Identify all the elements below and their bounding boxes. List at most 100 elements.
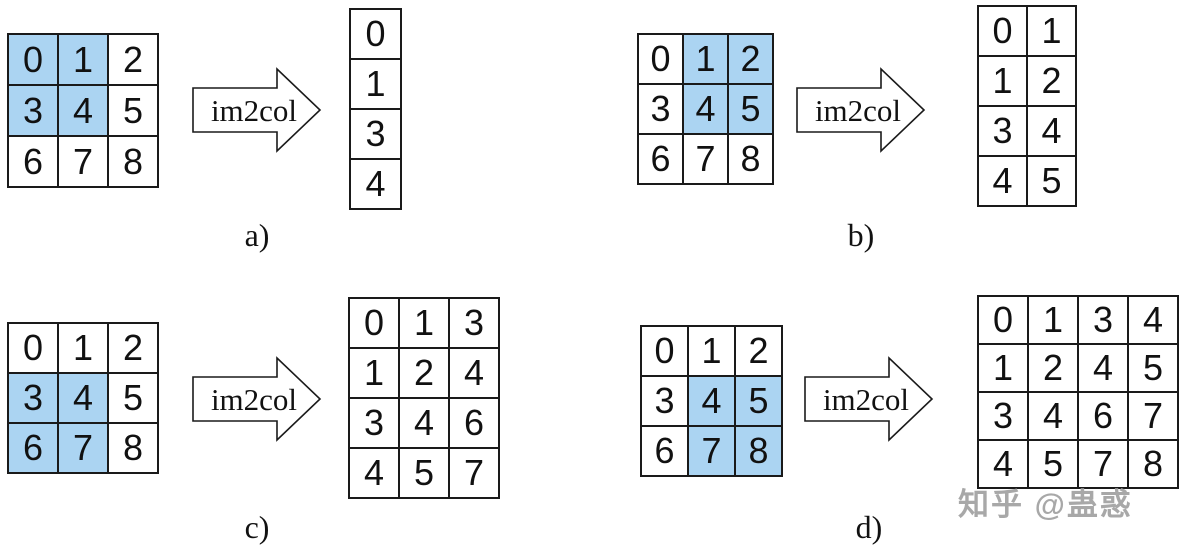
matrix-cell: 1: [399, 298, 449, 348]
matrix-cell: 0: [349, 298, 399, 348]
matrix-cell: 1: [688, 326, 735, 376]
matrix-cell: 8: [108, 423, 158, 473]
matrix-cell: 1: [978, 56, 1027, 106]
matrix-cell: 1: [58, 323, 108, 373]
im2col-arrow-a: im2col: [192, 67, 322, 153]
matrix-cell: 5: [1028, 440, 1078, 488]
matrix-cell: 3: [8, 373, 58, 423]
matrix-cell: 3: [350, 109, 401, 159]
matrix-cell: 4: [399, 398, 449, 448]
matrix-cell: 5: [728, 84, 773, 134]
arrow-label: im2col: [823, 382, 909, 417]
matrix-cell: 2: [735, 326, 782, 376]
arrow-shape: [192, 356, 322, 442]
matrix-cell: 4: [1128, 296, 1178, 344]
matrix-cell: 4: [1027, 106, 1076, 156]
arrow-shape: [796, 67, 926, 153]
matrix-cell: 4: [58, 85, 108, 136]
matrix-cell: 2: [728, 34, 773, 84]
matrix-cell: 6: [8, 423, 58, 473]
matrix-cell: 3: [1078, 296, 1128, 344]
matrix-cell: 3: [978, 392, 1028, 440]
matrix-cell: 4: [58, 373, 108, 423]
matrix-cell: 1: [683, 34, 728, 84]
matrix-cell: 7: [58, 136, 108, 187]
matrix-cell: 2: [1027, 56, 1076, 106]
panel-label-a: a): [244, 217, 270, 253]
matrix-cell: 0: [978, 296, 1028, 344]
im2col-arrow-d: im2col: [804, 356, 934, 442]
im2col-arrow-c: im2col: [192, 356, 322, 442]
matrix-cell: 7: [688, 426, 735, 476]
matrix-cell: 7: [449, 448, 499, 498]
matrix-cell: 5: [108, 373, 158, 423]
matrix-cell: 3: [449, 298, 499, 348]
matrix-cell: 0: [638, 34, 683, 84]
matrix-cell: 3: [641, 376, 688, 426]
matrix-cell: 5: [399, 448, 449, 498]
panel-label-c: c): [244, 509, 270, 545]
matrix-cell: 5: [1128, 344, 1178, 392]
matrix-cell: 4: [978, 440, 1028, 488]
matrix-cell: 7: [1078, 440, 1128, 488]
matrix-cell: 2: [108, 323, 158, 373]
matrix-cell: 2: [1028, 344, 1078, 392]
matrix-cell: 6: [1078, 392, 1128, 440]
matrix-cell: 4: [1028, 392, 1078, 440]
matrix-cell: 7: [683, 134, 728, 184]
matrix-cell: 4: [349, 448, 399, 498]
arrow-label: im2col: [815, 93, 901, 128]
matrix-cell: 1: [1027, 6, 1076, 56]
arrow-shape: [192, 67, 322, 153]
matrix-cell: 6: [641, 426, 688, 476]
arrow-label: im2col: [211, 93, 297, 128]
im2col-arrow-b: im2col: [796, 67, 926, 153]
matrix-cell: 3: [349, 398, 399, 448]
matrix-cell: 4: [350, 159, 401, 209]
matrix-cell: 1: [978, 344, 1028, 392]
matrix-cell: 2: [399, 348, 449, 398]
matrix-cell: 0: [350, 9, 401, 59]
matrix-cell: 0: [8, 34, 58, 85]
zhihu-watermark: 知乎 @蛊惑: [958, 487, 1133, 522]
matrix-cell: 4: [449, 348, 499, 398]
matrix-cell: 0: [978, 6, 1027, 56]
matrix-cell: 4: [683, 84, 728, 134]
matrix-cell: 4: [1078, 344, 1128, 392]
panel-label-d: d): [855, 509, 883, 545]
panel-label-b: b): [847, 217, 875, 253]
matrix-cell: 0: [8, 323, 58, 373]
matrix-cell: 1: [350, 59, 401, 109]
matrix-cell: 8: [735, 426, 782, 476]
matrix-cell: 1: [1028, 296, 1078, 344]
matrix-cell: 7: [1128, 392, 1178, 440]
matrix-cell: 8: [728, 134, 773, 184]
matrix-cell: 6: [638, 134, 683, 184]
matrix-cell: 3: [638, 84, 683, 134]
matrix-cell: 4: [688, 376, 735, 426]
arrow-shape: [804, 356, 934, 442]
matrix-cell: 0: [641, 326, 688, 376]
matrix-cell: 4: [978, 156, 1027, 206]
arrow-label: im2col: [211, 382, 297, 417]
matrix-cell: 5: [108, 85, 158, 136]
matrix-cell: 8: [1128, 440, 1178, 488]
matrix-cell: 7: [58, 423, 108, 473]
matrix-cell: 8: [108, 136, 158, 187]
matrix-cell: 1: [58, 34, 108, 85]
matrix-cell: 5: [1027, 156, 1076, 206]
matrix-cell: 2: [108, 34, 158, 85]
matrix-cell: 3: [978, 106, 1027, 156]
matrix-cell: 1: [349, 348, 399, 398]
matrix-cell: 6: [449, 398, 499, 448]
matrix-cell: 6: [8, 136, 58, 187]
